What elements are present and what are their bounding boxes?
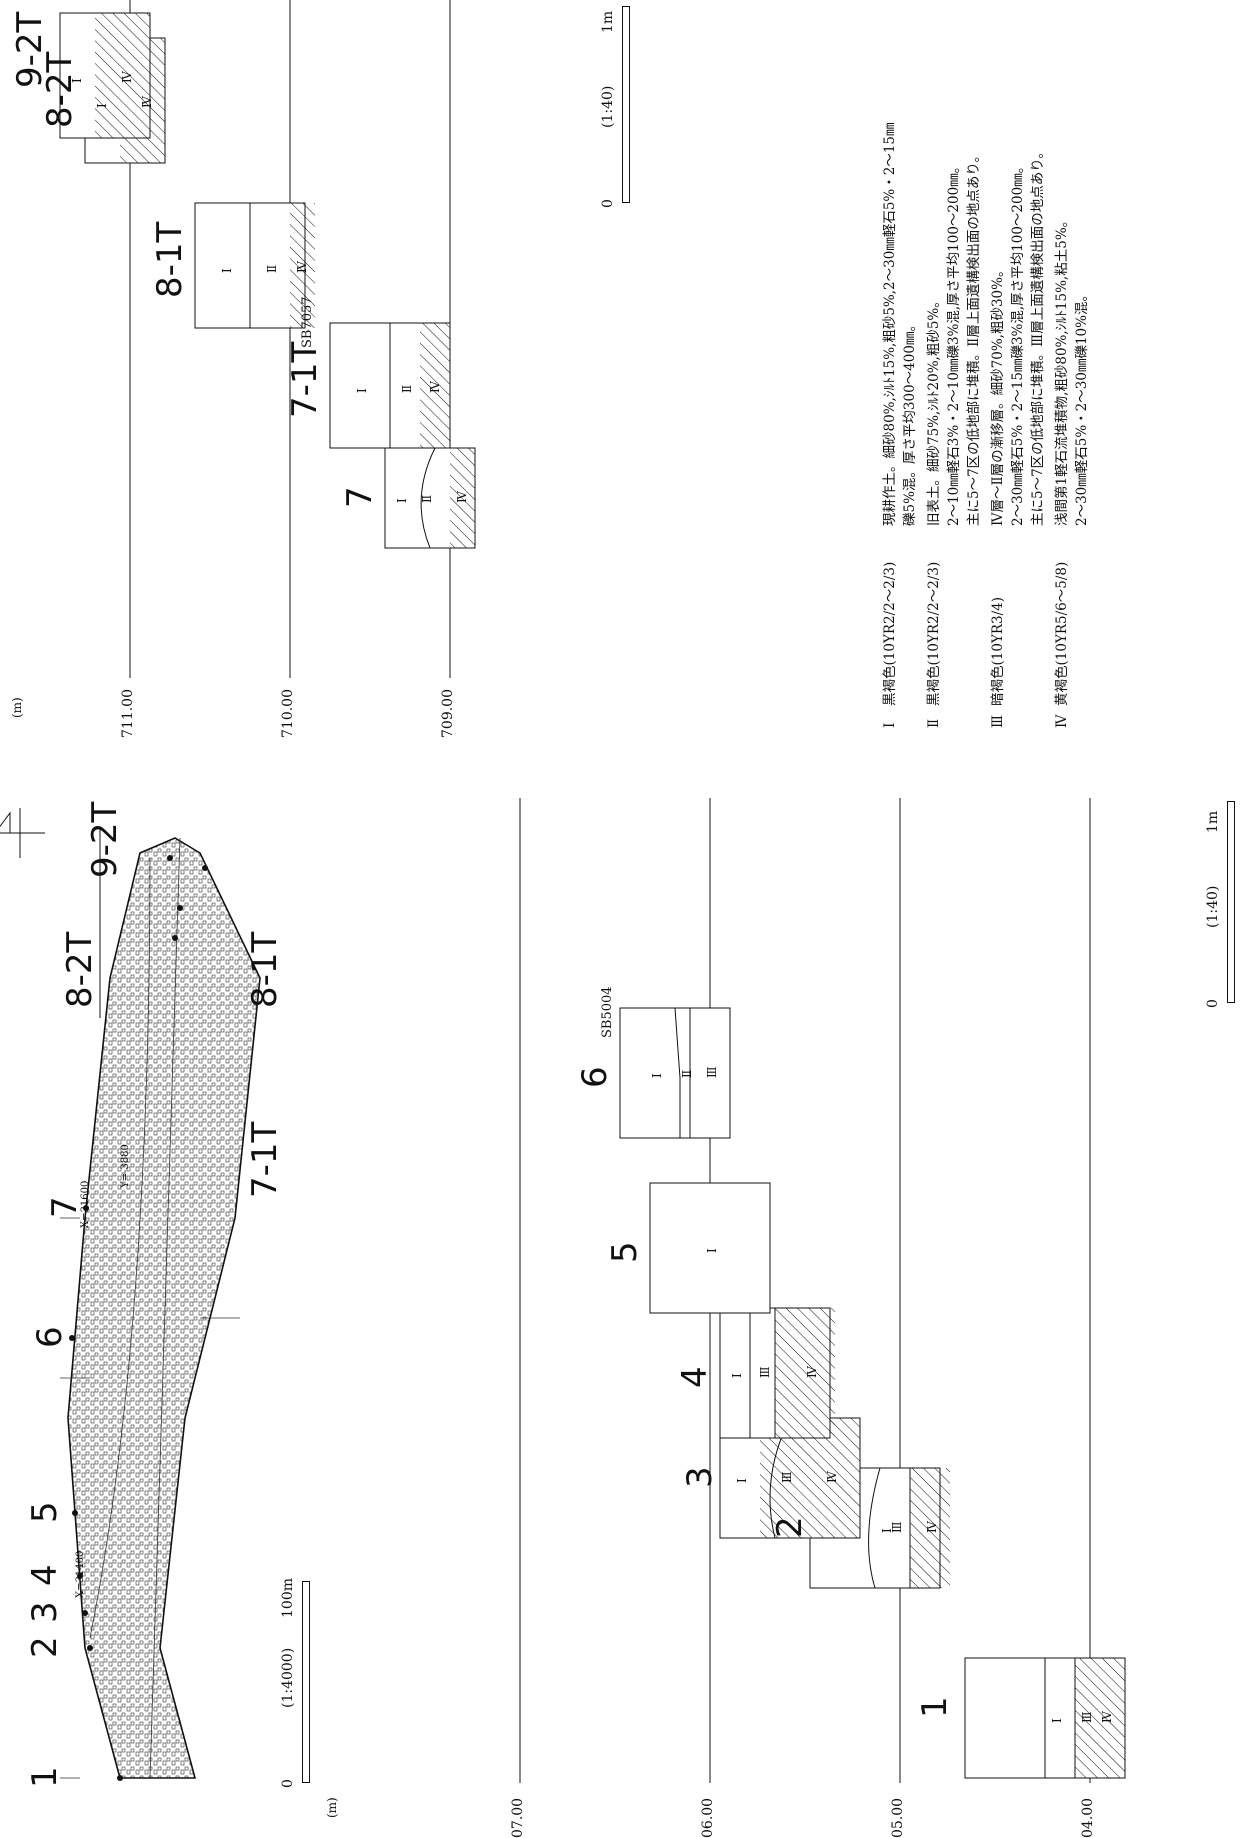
layer-label: Ⅳ: [428, 381, 442, 393]
left-profile: (m) 07.00 06.00 05.00 04.00: [320, 798, 1250, 1838]
layer-label: Ⅲ: [758, 1366, 772, 1378]
layer-label: Ⅰ: [395, 498, 409, 503]
site-point-label: 3: [25, 1601, 65, 1623]
layer-label: Ⅳ: [455, 491, 469, 503]
site-point-label: 9-2T: [85, 801, 125, 878]
grid-label: X=31600: [80, 1180, 91, 1228]
layer-label: Ⅳ: [825, 1471, 839, 1483]
legend-line: Ⅳ層～Ⅱ層の漸移層。細砂70%,粗砂30%。: [990, 263, 1006, 526]
legend-color: 黒褐色(10YR2/2～2/3): [882, 561, 898, 706]
site-point-label: 4: [25, 1564, 65, 1586]
site-point-label: 1: [25, 1766, 65, 1788]
legend-entry: Ⅱ 黒褐色(10YR2/2～2/3) 旧表土。細砂75%,ｼﾙﾄ20%,粗砂5%…: [924, 8, 984, 728]
map-scale-label: (1:4000): [280, 1647, 296, 1708]
legend-entry: Ⅲ 暗褐色(10YR3/4) Ⅳ層～Ⅱ層の漸移層。細砂70%,粗砂30%。 2～…: [988, 8, 1048, 728]
site-point-label: 8-2T: [60, 931, 100, 1008]
layer-label: Ⅰ: [70, 78, 84, 83]
profile-scale-bar: 0 (1:40) 1m: [1205, 798, 1245, 1008]
legend-line: 主に5～7区の低地部に堆積。Ⅲ層上面遺構検出面の地点あり。: [1030, 145, 1046, 526]
layer-label: Ⅱ: [400, 384, 414, 393]
layer-label: Ⅲ: [1080, 1711, 1094, 1723]
map-scale-end: 100m: [280, 1578, 296, 1618]
grid-label: X=31400: [75, 1550, 86, 1598]
layer-label: Ⅰ: [1050, 1718, 1064, 1723]
legend-color: 黒褐色(10YR2/2～2/3): [926, 561, 942, 706]
legend-layer: Ⅳ: [1054, 714, 1070, 729]
layer-label: Ⅰ: [95, 103, 109, 108]
profile-column-label: 7-1T: [285, 341, 325, 418]
profile-column-label: 2: [770, 1516, 810, 1538]
layer-label: Ⅰ: [730, 1373, 744, 1378]
site-map-outline: [60, 828, 261, 1781]
profile-column-label: 4: [675, 1366, 715, 1388]
profile-column-label: 1: [915, 1696, 955, 1718]
map-scale-bar: 0 (1:4000) 100m: [280, 1578, 320, 1788]
layer-label: Ⅳ: [925, 1521, 939, 1533]
profile-scale-start: 0: [600, 199, 616, 208]
site-point-label: 7: [45, 1196, 85, 1218]
profile-column-label: 8-1T: [150, 221, 190, 298]
left-profile-lines: [519, 798, 1126, 1783]
layer-label: Ⅰ: [355, 388, 369, 393]
legend-line: 礫5%混。厚さ平均300～400㎜。: [902, 318, 918, 526]
legend-line: 2～30㎜軽石5%・2～30㎜礫10%混。: [1074, 288, 1090, 526]
legend-layer: Ⅰ: [882, 722, 898, 728]
legend-entry: Ⅰ 黒褐色(10YR2/2～2/3) 現耕作土。細砂80%,ｼﾙﾄ15%,粗砂5…: [880, 8, 920, 728]
profile-scale-label: (1:40): [1205, 885, 1221, 928]
right-profile-lines: [59, 0, 476, 678]
profile-column-label: 9-2T: [10, 11, 50, 88]
legend-layer: Ⅱ: [926, 718, 942, 728]
layer-label: Ⅲ: [780, 1471, 794, 1483]
north-arrow: [0, 803, 50, 863]
right-profile: (m) 711.00 710.00 709.00 7 7-1T 8-1T 8-: [0, 0, 650, 738]
legend-color: 暗褐色(10YR3/4): [990, 596, 1006, 706]
site-point-label: 5: [25, 1501, 65, 1523]
layer-label: Ⅳ: [295, 261, 309, 273]
grid-label: Y=-3880: [120, 1144, 131, 1188]
layer-label: Ⅳ: [805, 1366, 819, 1378]
feature-label: SB7057: [300, 296, 315, 348]
legend-line: 主に5～7区の低地部に堆積。Ⅱ層上面遺構検出面の地点あり。: [966, 148, 982, 526]
layer-label: Ⅳ: [1100, 1711, 1114, 1723]
layer-label: Ⅱ: [265, 264, 279, 273]
layer-label: Ⅱ: [680, 1069, 694, 1078]
legend-line: 現耕作土。細砂80%,ｼﾙﾄ15%,粗砂5%,2～30㎜軽石5%・2～15㎜: [882, 122, 898, 526]
legend-color: 黄褐色(10YR5/6～5/8): [1054, 561, 1070, 706]
legend-line: 旧表土。細砂75%,ｼﾙﾄ20%,粗砂5%。: [926, 294, 942, 526]
layer-label: Ⅰ: [735, 1478, 749, 1483]
feature-label: SB5004: [600, 986, 615, 1038]
profile-scale-start: 0: [1205, 999, 1221, 1008]
profile-scale-end: 1m: [600, 10, 616, 33]
layer-label: Ⅲ: [705, 1066, 719, 1078]
site-point-label: 8-1T: [245, 931, 285, 1008]
map-scale-start: 0: [280, 1779, 296, 1788]
site-point-label: 2: [25, 1636, 65, 1658]
profile-scale-label: (1:40): [600, 85, 616, 128]
layer-label: Ⅱ: [420, 494, 434, 503]
profile-column-label: 3: [680, 1466, 720, 1488]
profile-scale-bar: 0 (1:40) 1m: [600, 3, 640, 208]
legend-entry: Ⅳ 黄褐色(10YR5/6～5/8) 浅間第1軽石流堆積物,粗砂80%,ｼﾙﾄ1…: [1052, 8, 1092, 728]
layer-label: Ⅰ: [220, 268, 234, 273]
profile-column-label: 5: [605, 1241, 645, 1263]
layer-label: Ⅳ: [120, 71, 134, 83]
profile-column-label: 6: [575, 1066, 615, 1088]
profile-scale-end: 1m: [1205, 810, 1221, 833]
profile-column-label: 7: [340, 486, 380, 508]
site-point-label: 6: [30, 1326, 70, 1348]
legend-line: 浅間第1軽石流堆積物,粗砂80%,ｼﾙﾄ15%,粘土5%。: [1054, 213, 1070, 526]
layer-label: Ⅰ: [705, 1248, 719, 1253]
layer-label: Ⅰ: [650, 1073, 664, 1078]
layer-label: Ⅳ: [140, 96, 154, 108]
legend-line: 2～30㎜軽石5%・2～15㎜礫3%混,厚さ平均100～200㎜。: [1010, 159, 1026, 526]
layer-label: Ⅲ: [890, 1521, 904, 1533]
legend-layer: Ⅲ: [990, 714, 1006, 728]
site-map: 1 2 3 4 5 6 7 7-1T 8-1T 8-2T 9-2T X=3140…: [0, 798, 320, 1838]
layer-legend: Ⅰ 黒褐色(10YR2/2～2/3) 現耕作土。細砂80%,ｼﾙﾄ15%,粗砂5…: [880, 8, 1240, 728]
legend-line: 2～10㎜軽石3%・2～10㎜礫3%混,厚さ平均100～200㎜。: [946, 159, 962, 526]
site-point-label: 7-1T: [245, 1121, 285, 1198]
